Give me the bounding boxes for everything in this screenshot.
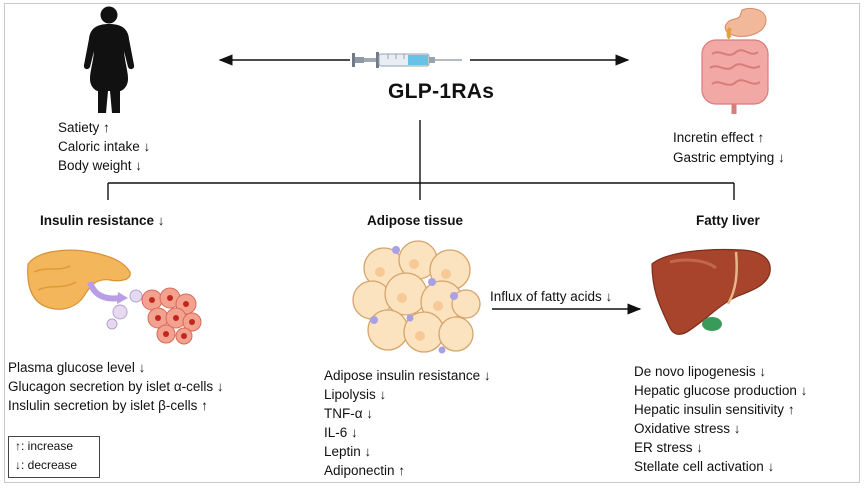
legend-box: ↑: increase ↓: decrease xyxy=(8,436,100,478)
liver-item: ER stress ↓ xyxy=(634,440,704,455)
syringe-icon xyxy=(352,52,462,68)
pancreas-icon xyxy=(27,249,202,345)
adipocytes-icon xyxy=(352,240,481,354)
adipose-item: IL-6 ↓ xyxy=(324,425,358,440)
flow-label-fatty-acids: Influx of fatty acids ↓ xyxy=(490,289,613,304)
digestive-tract-icon xyxy=(701,7,769,114)
liver-item: Hepatic glucose production ↓ xyxy=(634,383,808,398)
adipose-item: Lipolysis ↓ xyxy=(324,387,387,402)
liver-item: Hepatic insulin sensitivity ↑ xyxy=(634,402,795,417)
liver-item: Oxidative stress ↓ xyxy=(634,421,741,436)
liver-item: Stellate cell activation ↓ xyxy=(634,459,775,474)
adipose-item: Adiponectin ↑ xyxy=(324,463,406,478)
insulin-item: Glucagon secretion by islet α-cells ↓ xyxy=(8,379,224,394)
legend-decrease: ↓: decrease xyxy=(15,458,78,472)
liver-item: De novo lipogenesis ↓ xyxy=(634,364,767,379)
effect-incretin: Incretin effect ↑ xyxy=(673,130,765,145)
effect-caloric-intake: Caloric intake ↓ xyxy=(58,139,151,154)
heading-insulin-resistance: Insulin resistance ↓ xyxy=(40,213,165,228)
drug-class-title: GLP-1RAs xyxy=(388,80,495,103)
adipose-item: Leptin ↓ xyxy=(324,444,372,459)
heading-adipose-tissue: Adipose tissue xyxy=(367,213,464,228)
insulin-item: Plasma glucose level ↓ xyxy=(8,360,146,375)
legend-increase: ↑: increase xyxy=(15,439,74,453)
effect-body-weight: Body weight ↓ xyxy=(58,158,143,173)
effect-gastric-emptying: Gastric emptying ↓ xyxy=(673,150,785,165)
adipose-item: Adipose insulin resistance ↓ xyxy=(324,368,491,383)
heading-fatty-liver: Fatty liver xyxy=(696,213,760,228)
liver-icon xyxy=(651,248,771,335)
insulin-item: Inslulin secretion by islet β-cells ↑ xyxy=(8,398,208,413)
figure-frame xyxy=(4,3,860,483)
person-silhouette-icon xyxy=(83,6,135,113)
effect-satiety: Satiety ↑ xyxy=(58,120,110,135)
adipose-item: TNF-α ↓ xyxy=(324,406,374,421)
